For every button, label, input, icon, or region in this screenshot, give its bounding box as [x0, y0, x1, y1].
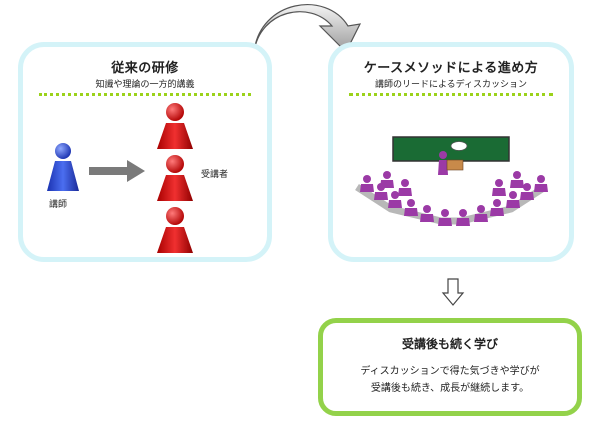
outcome-line-2: 受講後も続き、成長が継続します。 — [370, 383, 530, 394]
instructor-label: 講師 — [49, 200, 68, 210]
down-arrow — [441, 278, 465, 306]
trainee-figure-1 — [157, 103, 193, 149]
transition-curved-arrow — [253, 4, 362, 54]
trainee-figure-2 — [157, 155, 193, 201]
traditional-subtitle: 知識や理論の一方的講義 — [95, 80, 195, 90]
traditional-title: 従来の研修 — [111, 61, 179, 76]
outcome-description: ディスカッションで得た気づきや学びが 受講後も続き、成長が継続します。 — [323, 363, 577, 397]
outcome-line-1: ディスカッションで得た気づきや学びが — [360, 366, 540, 377]
continued-learning-box: 受講後も続く学び ディスカッションで得た気づきや学びが 受講後も続き、成長が継続… — [318, 318, 582, 416]
trainee-figure-3 — [157, 207, 193, 253]
dotted-divider — [349, 93, 553, 96]
trainee-label: 受講者 — [201, 170, 229, 180]
discussion-leader — [438, 141, 468, 175]
traditional-training-panel: 従来の研修 知識や理論の一方的講義 講師 受講者 — [18, 42, 272, 262]
lecture-arrow — [89, 160, 145, 182]
instructor-figure — [47, 143, 79, 191]
participants — [360, 171, 548, 226]
case-method-title: ケースメソッドによる進め方 — [363, 61, 539, 76]
outcome-title: 受講後も続く学び — [401, 337, 498, 351]
classroom-discussion-illustration — [355, 136, 548, 226]
trainee-figures — [157, 103, 193, 253]
dotted-divider — [39, 93, 251, 96]
case-method-panel: ケースメソッドによる進め方 講師のリードによるディスカッション — [328, 42, 574, 262]
case-method-subtitle: 講師のリードによるディスカッション — [374, 80, 528, 90]
blackboard — [392, 136, 510, 162]
